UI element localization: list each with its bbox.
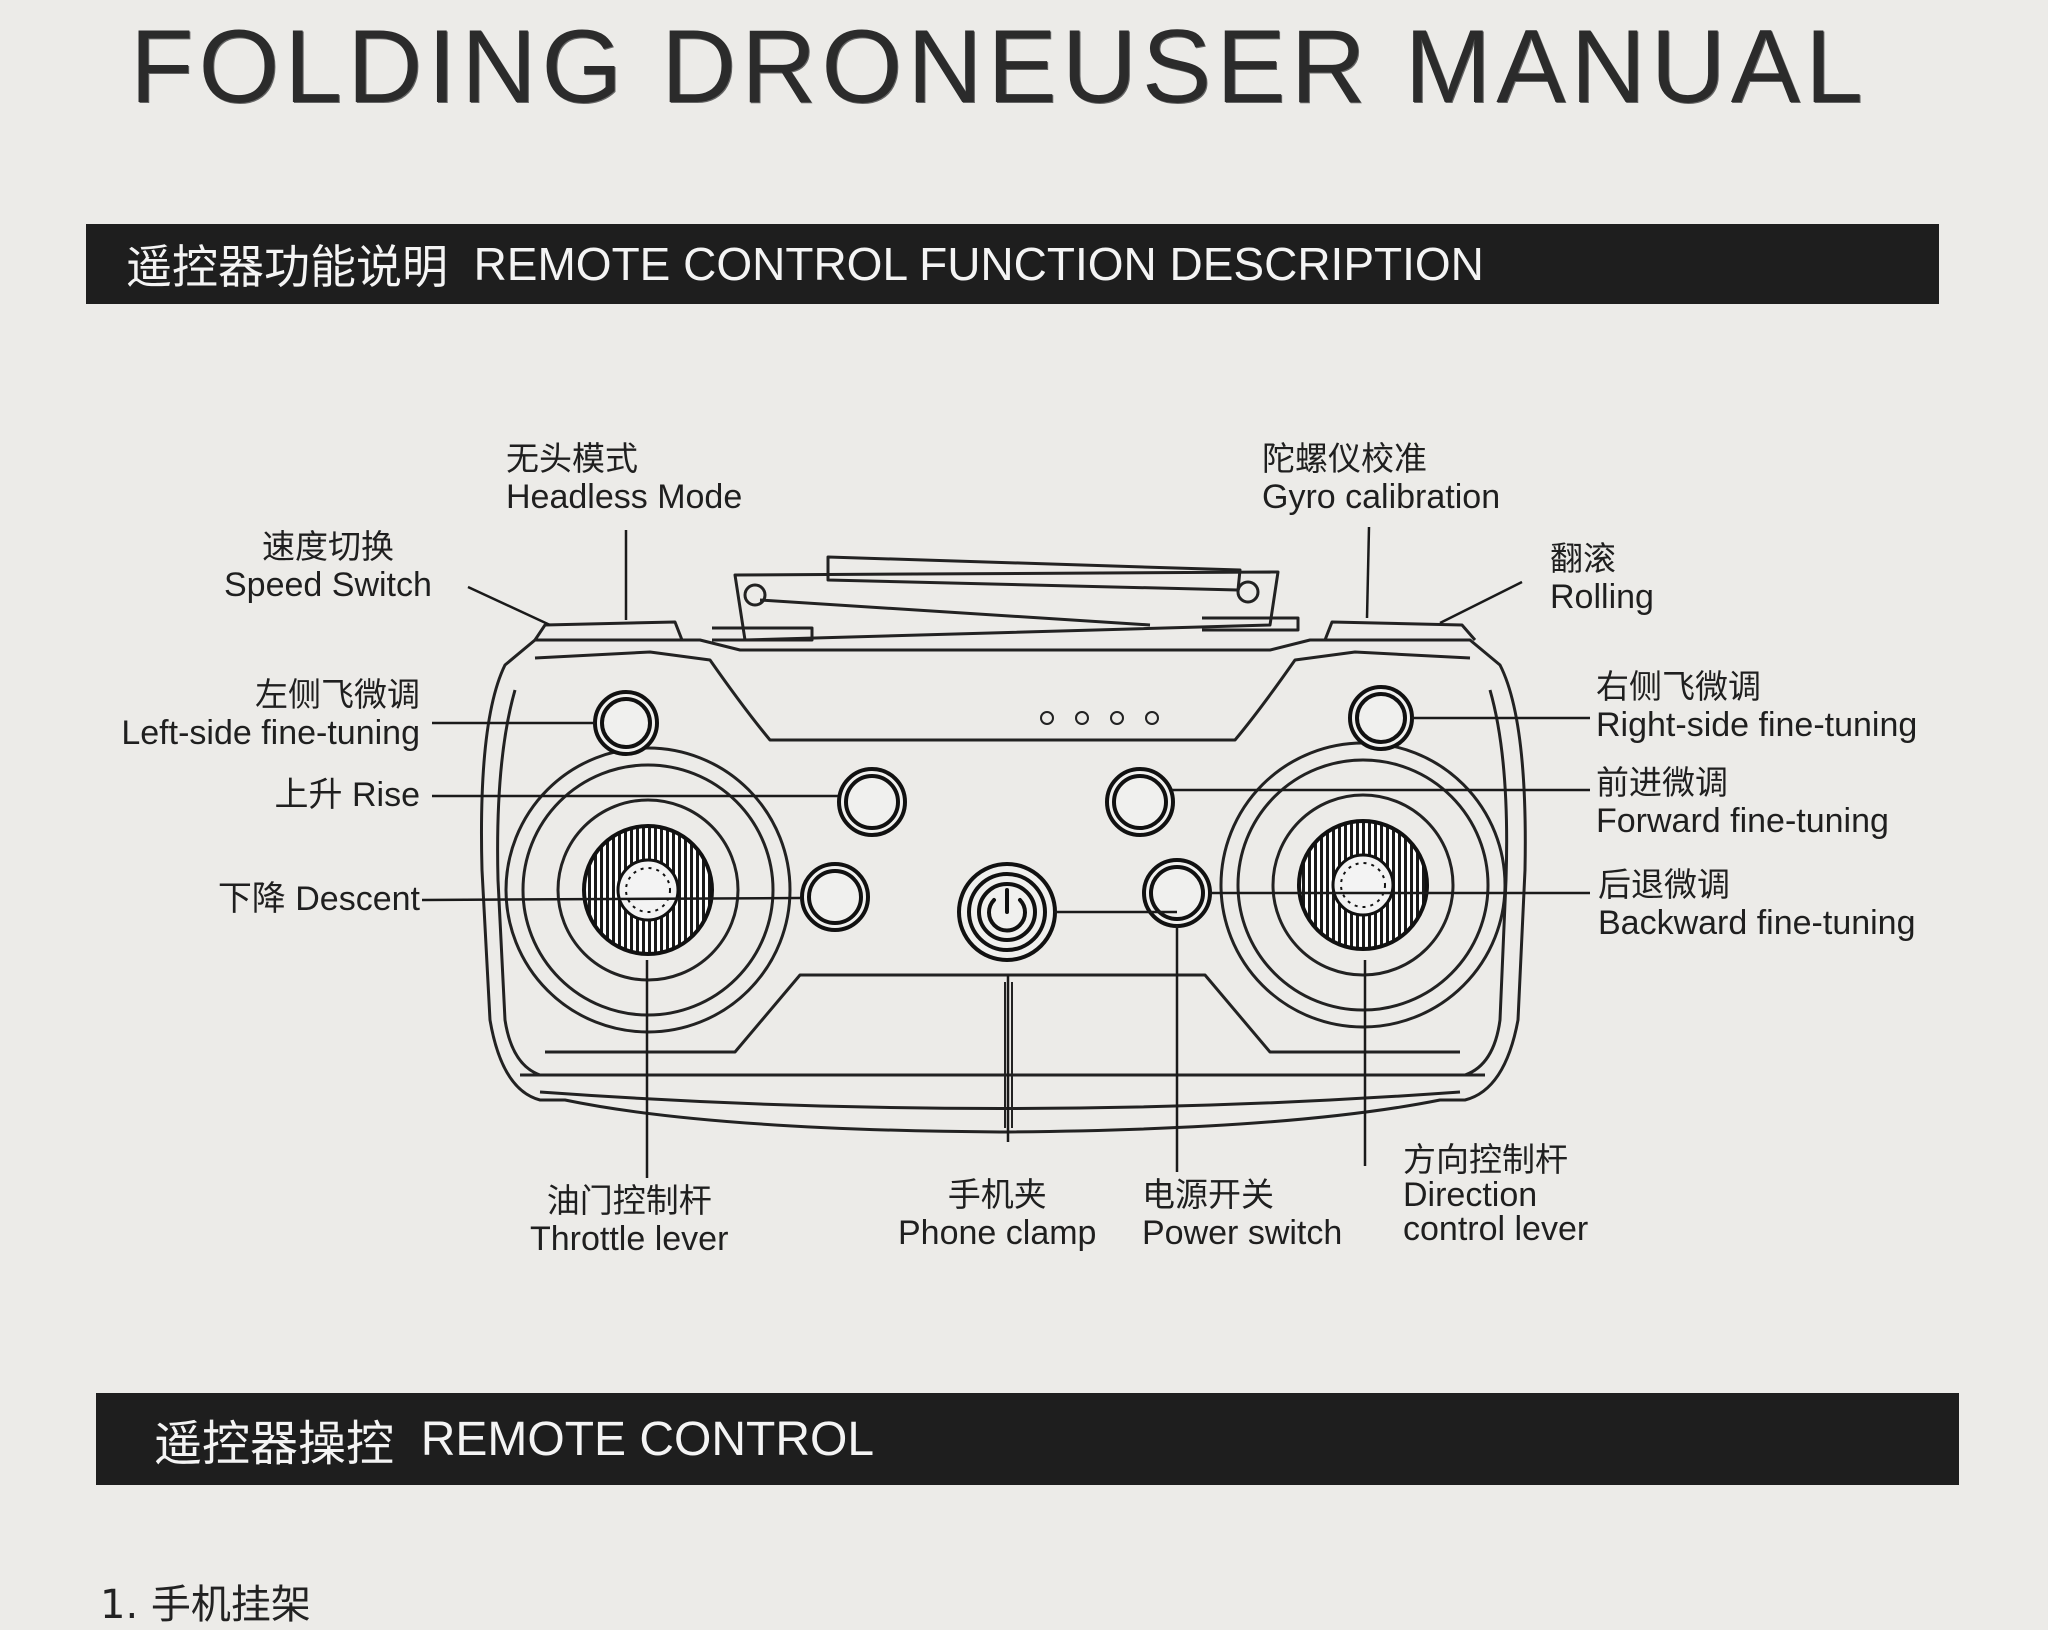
section-title-en: REMOTE CONTROL FUNCTION DESCRIPTION (473, 238, 1484, 290)
section-title-zh: 遥控器操控 (154, 1418, 395, 1471)
section-header-function-description: 遥控器功能说明 REMOTE CONTROL FUNCTION DESCRIPT… (86, 224, 1939, 304)
section-title-en: REMOTE CONTROL (420, 1412, 875, 1466)
power-icon (987, 888, 1027, 933)
label-gyro-calibration: 陀螺仪校准 Gyro calibration (1262, 439, 1501, 516)
section-title-zh: 遥控器功能说明 (126, 241, 448, 293)
controller-body-outline (479, 638, 1527, 1134)
label-forward-fine-tuning: 前进微调 Forward fine-tuning (1596, 763, 1889, 840)
label-descent: 下降 Descent (217, 880, 420, 918)
label-speed-switch: 速度切换 Speed Switch (224, 527, 432, 604)
right-stick-well (1219, 741, 1507, 1029)
label-direction-control-lever: 方向控制杆 Direction control lever (1403, 1140, 1589, 1248)
section-header-remote-control: 遥控器操控 REMOTE CONTROL (96, 1393, 1959, 1485)
label-power-switch: 电源开关 Power switch (1142, 1175, 1343, 1252)
left-shoulder-button (533, 620, 684, 641)
step-1-heading: 1. 手机挂架 (100, 1582, 311, 1628)
phone-clamp-arm (712, 555, 1300, 642)
label-headless-mode: 无头模式 Headless Mode (506, 439, 743, 516)
rise-button (837, 767, 907, 837)
label-rise: 上升 Rise (274, 776, 420, 814)
forward-fine-tuning-button (1105, 767, 1175, 837)
label-throttle-lever: 油门控制杆 Throttle lever (530, 1181, 729, 1258)
label-right-fine-tuning: 右侧飞微调 Right-side fine-tuning (1596, 667, 1918, 744)
label-left-fine-tuning: 左侧飞微调 Left-side fine-tuning (121, 675, 420, 752)
label-backward-fine-tuning: 后退微调 Backward fine-tuning (1598, 865, 1916, 942)
right-fine-tuning-button (1348, 685, 1414, 751)
backward-fine-tuning-button (1142, 858, 1212, 928)
leader-lines (421, 526, 1590, 1178)
direction-stick (1297, 819, 1429, 951)
left-fine-tuning-button (593, 690, 659, 756)
right-shoulder-button (1323, 620, 1477, 641)
throttle-stick (582, 824, 714, 956)
label-phone-clamp: 手机夹 Phone clamp (898, 1175, 1097, 1252)
manual-title: FOLDING DRONEUSER MANUAL (130, 9, 1868, 125)
descent-button (800, 862, 870, 932)
status-leds (1040, 711, 1159, 725)
label-rolling: 翻滚 Rolling (1550, 539, 1654, 616)
